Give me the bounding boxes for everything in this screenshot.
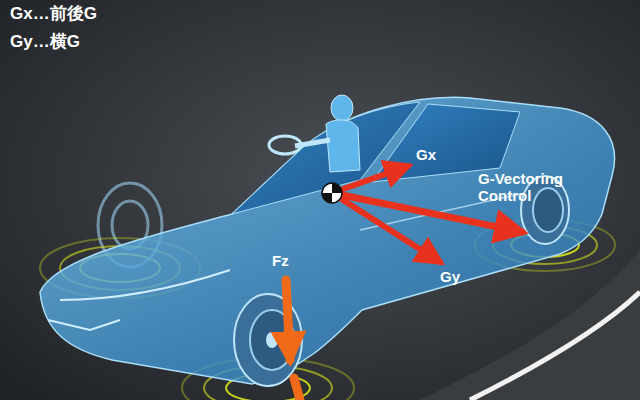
control-label: G-Vectoring Control	[478, 170, 608, 205]
force-label: Gy	[440, 268, 460, 285]
road-line	[470, 292, 640, 400]
center-of-gravity-symbol	[322, 183, 342, 203]
car-body	[40, 97, 615, 384]
hood-line	[60, 270, 230, 300]
grille	[48, 320, 120, 330]
road	[420, 250, 640, 400]
force-label: Fz	[272, 252, 289, 269]
driver-figure	[269, 95, 360, 172]
force-label: Gx	[416, 146, 436, 163]
legend-note: Gx…前後G	[10, 4, 97, 24]
legend-note: Gy…横G	[10, 32, 80, 52]
